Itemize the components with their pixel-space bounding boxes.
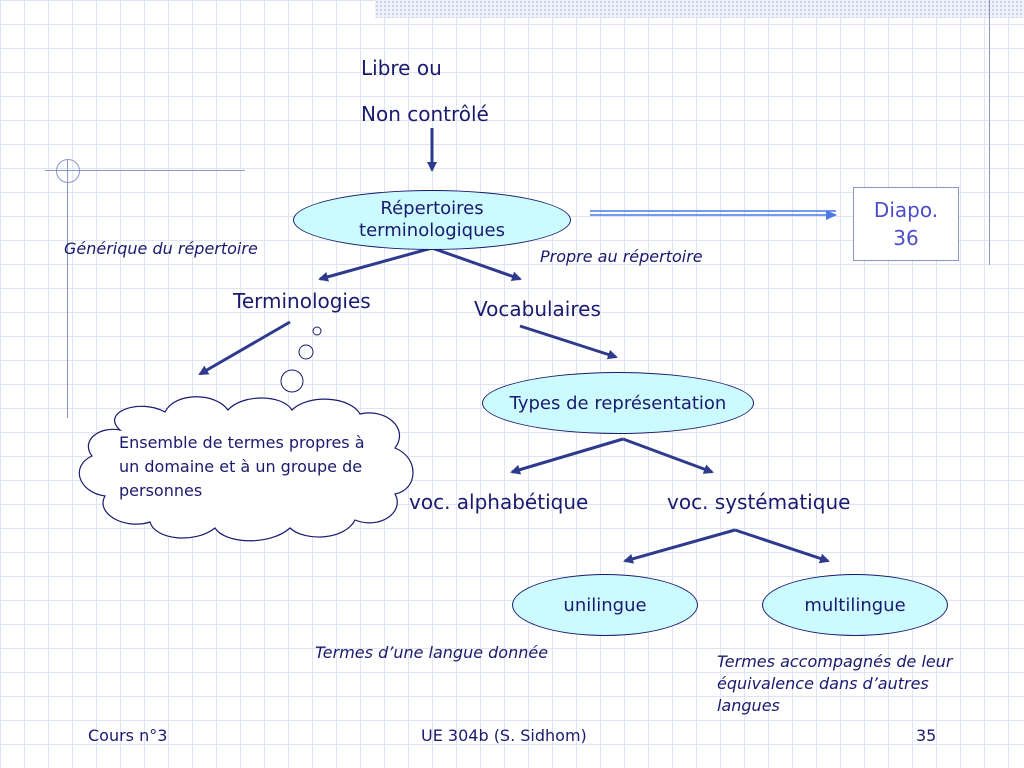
thought-bubble-large (280, 369, 304, 393)
generique-label: Générique du répertoire (64, 239, 258, 258)
propre-label: Propre au répertoire (540, 247, 703, 266)
unilingue-ellipse: unilingue (512, 574, 698, 636)
right-decorative-line (989, 0, 990, 265)
arrow-to-terminologies (318, 246, 433, 282)
terminologies-label: Terminologies (233, 289, 371, 313)
types-label: Types de représentation (509, 392, 727, 414)
types-ellipse: Types de représentation (482, 372, 754, 434)
vocabulaires-label: Vocabulaires (474, 297, 601, 321)
diapo-link-box[interactable]: Diapo. 36 (853, 187, 959, 261)
arrow-to-multilingue (734, 528, 830, 564)
top-label-line2: Non contrôlé (361, 102, 489, 126)
arrow-voc-to-types (519, 324, 618, 360)
repertoires-line1: Répertoires (380, 198, 484, 219)
thought-bubble-small (312, 326, 322, 336)
arrow-to-diapo (590, 210, 837, 220)
top-decorative-band (375, 0, 1024, 18)
repertoires-line2: terminologiques (359, 220, 505, 241)
decorative-circle (56, 159, 80, 183)
page-number: 35 (916, 726, 937, 745)
voc-alpha-label: voc. alphabétique (409, 490, 589, 514)
termes-accomp-line3: langues (717, 696, 780, 715)
left-decorative-hline (45, 170, 245, 171)
cloud-shape (78, 396, 414, 542)
arrow-to-unilingue (623, 528, 736, 564)
arrow-to-syst (622, 437, 714, 474)
cloud-text: Ensemble de termes propres à un domaine … (119, 431, 404, 503)
arrow-term-to-cloud (198, 320, 291, 376)
termes-accomp-line2: équivalence dans d’autres (717, 674, 929, 693)
voc-syst-label: voc. systématique (667, 490, 851, 514)
thought-bubble-medium (298, 344, 314, 360)
multilingue-ellipse: multilingue (762, 574, 948, 636)
cloud-line2: un domaine et à un groupe de (119, 457, 363, 476)
top-label-line1: Libre ou (361, 56, 442, 80)
repertoires-ellipse: Répertoires terminologiques (293, 190, 571, 250)
termes-accomp-label: Termes accompagnés de leur équivalence d… (717, 651, 952, 717)
cloud-line3: personnes (119, 481, 203, 500)
footer-title: UE 304b (S. Sidhom) (421, 726, 587, 745)
cloud-line1: Ensemble de termes propres à (119, 433, 365, 452)
footer-course: Cours n°3 (88, 726, 168, 745)
multilingue-label: multilingue (804, 594, 906, 616)
diapo-line1: Diapo. (873, 198, 939, 222)
left-decorative-line (67, 160, 68, 418)
arrow-to-alpha (510, 437, 624, 475)
diapo-line2: 36 (893, 226, 919, 250)
termes-langue-label: Termes d’une langue donnée (315, 643, 549, 662)
arrow-to-vocabulaires (431, 246, 522, 282)
unilingue-label: unilingue (563, 594, 647, 616)
termes-accomp-line1: Termes accompagnés de leur (717, 652, 953, 671)
